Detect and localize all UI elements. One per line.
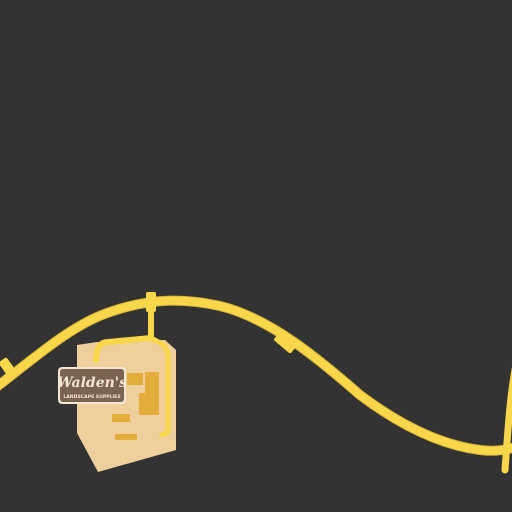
building: [127, 373, 143, 385]
business-logo-marker[interactable]: Walden's LANDSCAPE SUPPLIES: [57, 367, 127, 404]
building: [139, 393, 159, 415]
building: [115, 434, 137, 440]
service-road[interactable]: [148, 335, 171, 438]
logo-subtitle-text: LANDSCAPE SUPPLIES: [63, 394, 120, 400]
logo-brand-text: Walden's: [57, 375, 127, 391]
building: [112, 414, 130, 422]
logo-plate: [60, 369, 124, 402]
building: [145, 372, 159, 396]
access-road[interactable]: [93, 302, 154, 363]
main-road[interactable]: [0, 295, 512, 474]
buildings: [112, 372, 159, 440]
property-parcel: [77, 340, 176, 472]
